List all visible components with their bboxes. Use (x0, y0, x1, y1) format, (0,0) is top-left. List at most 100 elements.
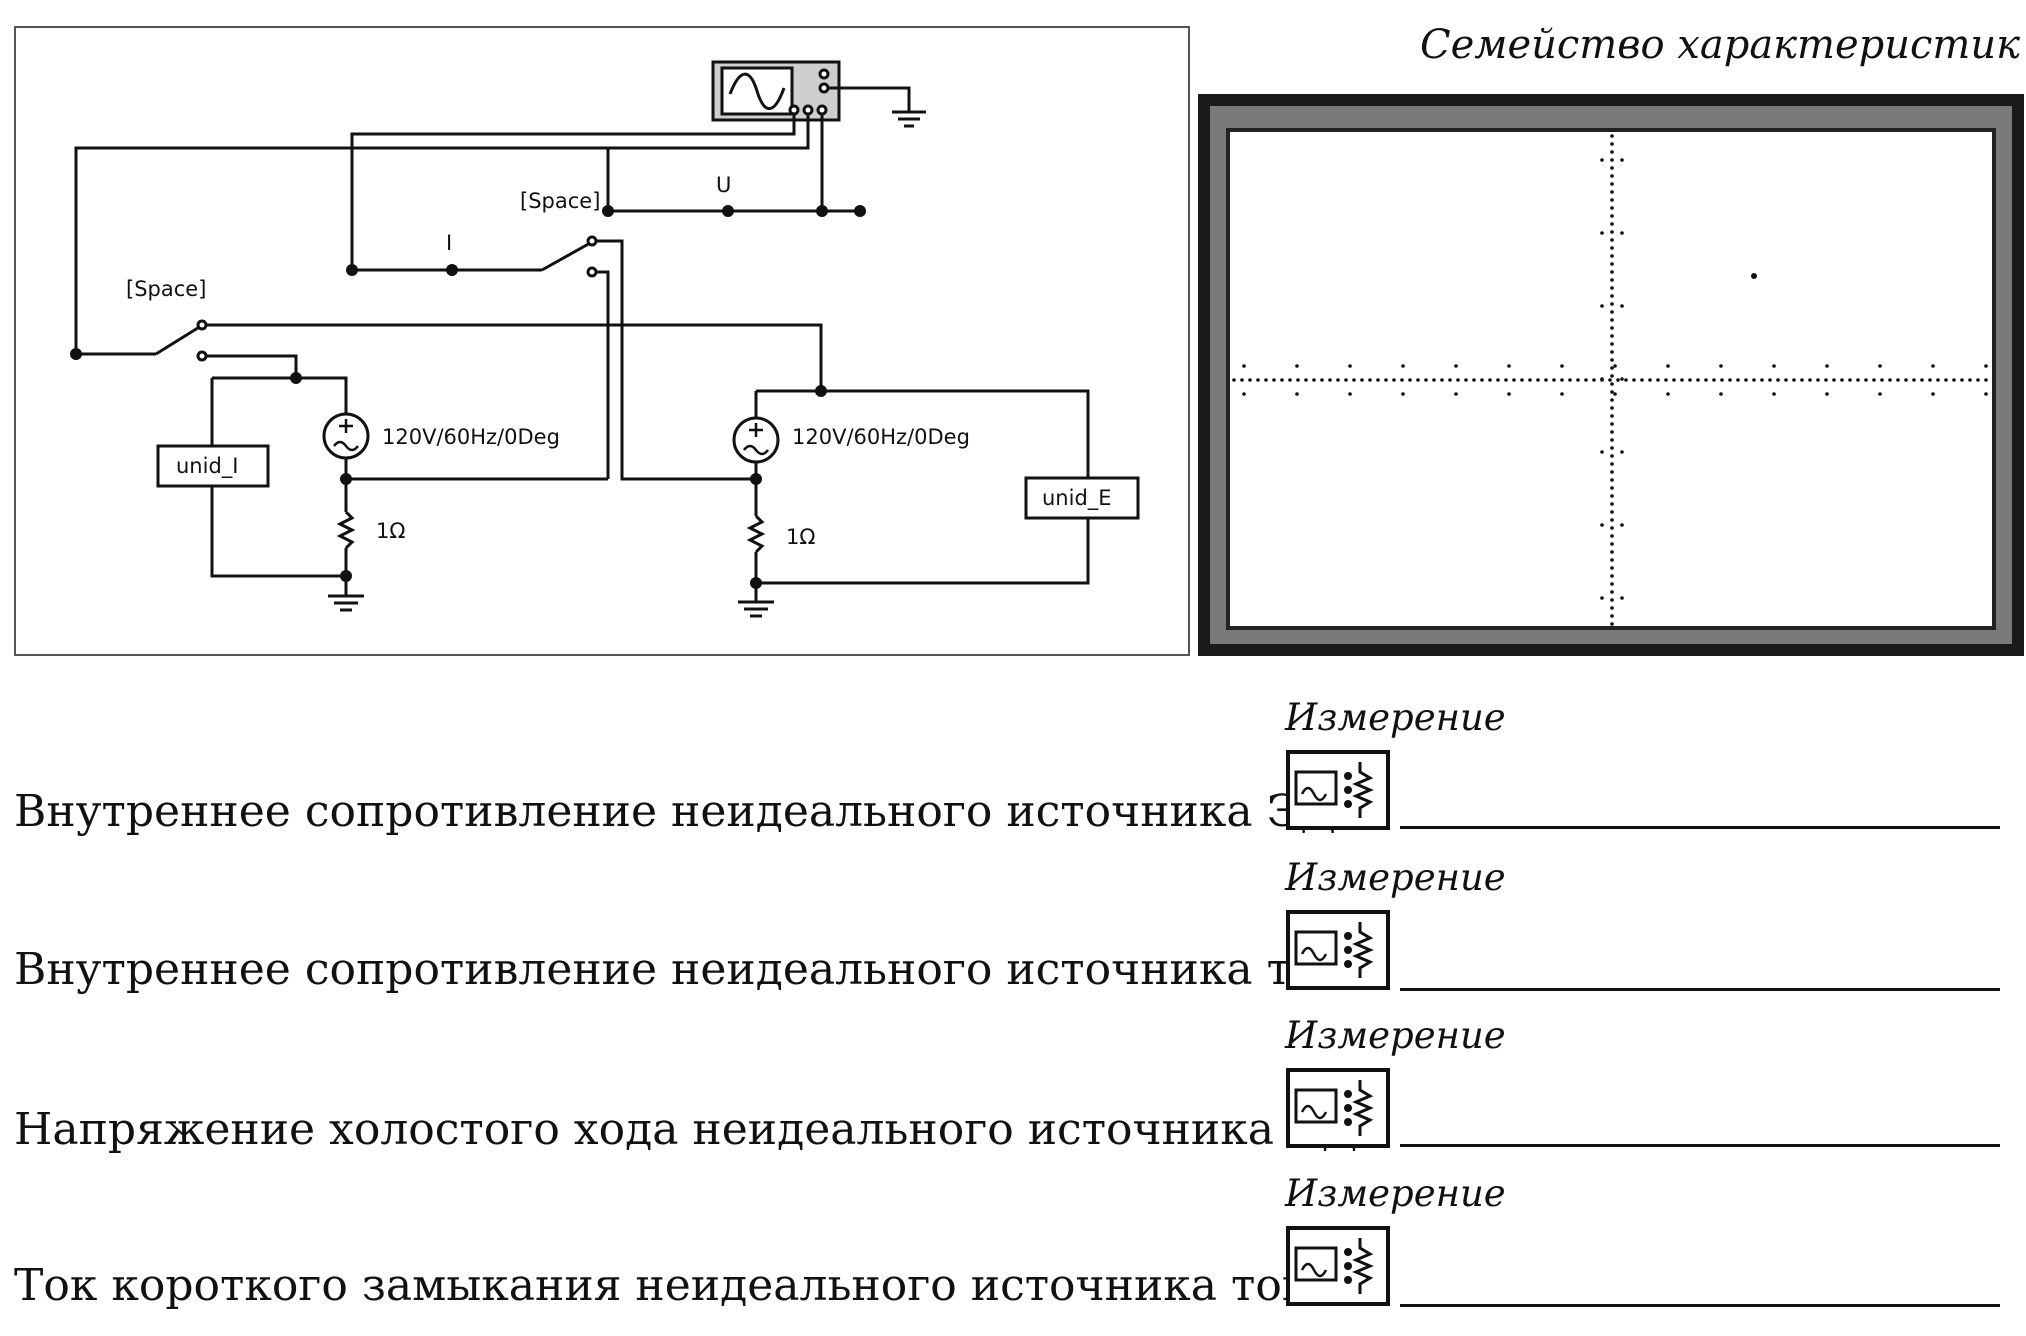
scope-axis-dot (1610, 518, 1614, 522)
scope-axis-dot (1816, 378, 1820, 382)
scope-axis-dot (1610, 238, 1614, 242)
scope-tick-dot (1620, 304, 1624, 308)
scope-axis-dot (1728, 378, 1732, 382)
multimeter-icon[interactable] (1286, 910, 1390, 990)
answer-line[interactable] (1400, 988, 2000, 991)
scope-axis-dot (1610, 622, 1614, 626)
measurement-description: Ток короткого замыкания неидеального ист… (14, 1260, 1336, 1311)
scope-axis-dot (1848, 378, 1852, 382)
resistor1-label: 1Ω (376, 519, 405, 543)
scope-axis-dot (1376, 378, 1380, 382)
scope-axis-dot (1368, 378, 1372, 382)
answer-line[interactable] (1400, 1304, 2000, 1307)
scope-tick-dot (1613, 364, 1617, 368)
scope-tick-dot (1295, 364, 1299, 368)
measurement-label: Измерение (1285, 1172, 1506, 1215)
scope-axis-dot (1928, 378, 1932, 382)
scope-axis-dot (1744, 378, 1748, 382)
scope-axis-dot (1610, 566, 1614, 570)
scope-axis-dot (1610, 326, 1614, 330)
scope-axis-dot (1610, 350, 1614, 354)
scope-axis-dot (1304, 378, 1308, 382)
scope-tick-dot (1931, 364, 1935, 368)
scope-axis-dot (1610, 494, 1614, 498)
scope-axis-dot (1736, 378, 1740, 382)
scope-axis-dot (1832, 378, 1836, 382)
source1-label: 120V/60Hz/0Deg (382, 425, 560, 449)
scope-axis-dot (1344, 378, 1348, 382)
scope-axis-dot (1610, 398, 1614, 402)
scope-axis-dot (1504, 378, 1508, 382)
multimeter-icon[interactable] (1286, 1068, 1390, 1148)
scope-axis-dot (1610, 174, 1614, 178)
unid-i-label: unid_I (176, 454, 238, 479)
scope-tick-dot (1507, 392, 1511, 396)
scope-tick-dot (1242, 364, 1246, 368)
scope-axis-dot (1610, 582, 1614, 586)
scope-axis-dot (1610, 358, 1614, 362)
scope-axis-dot (1912, 378, 1916, 382)
scope-axis-dot (1610, 318, 1614, 322)
scope-axis-dot (1610, 230, 1614, 234)
scope-axis-dot (1552, 378, 1556, 382)
scope-tick-dot (1348, 392, 1352, 396)
scope-axis-dot (1610, 534, 1614, 538)
scope-axis-dot (1272, 378, 1276, 382)
scope-axis-dot (1520, 378, 1524, 382)
unid-i-box (156, 444, 270, 488)
scope-axis-dot (1610, 462, 1614, 466)
scope-axis-dot (1232, 378, 1236, 382)
scope-axis-dot (1976, 378, 1980, 382)
scope-axis-dot (1610, 278, 1614, 282)
scope-axis-dot (1712, 378, 1716, 382)
scope-axis-dot (1528, 378, 1532, 382)
scope-axis-dot (1560, 378, 1564, 382)
scope-axis-dot (1610, 222, 1614, 226)
scope-trace-point (1751, 273, 1757, 279)
oscilloscope-screen (1198, 94, 2024, 656)
scope-axis-dot (1610, 166, 1614, 170)
multimeter-icon[interactable] (1286, 750, 1390, 830)
scope-axis-dot (1288, 378, 1292, 382)
scope-axis-dot (1610, 470, 1614, 474)
scope-axis-dot (1610, 134, 1614, 138)
measurement-label: Измерение (1285, 696, 1506, 739)
scope-axis-dot (1352, 378, 1356, 382)
scope-axis-dot (1610, 382, 1614, 386)
scope-tick-dot (1719, 364, 1723, 368)
scope-axis-dot (1610, 598, 1614, 602)
scope-axis-dot (1610, 262, 1614, 266)
scope-tick-dot (1600, 304, 1604, 308)
switch1-key-label: [Space] (126, 277, 206, 301)
scope-axis-dot (1648, 378, 1652, 382)
scope-axis-dot (1544, 378, 1548, 382)
scope-axis-dot (1328, 378, 1332, 382)
scope-axis-dot (1536, 378, 1540, 382)
scope-tick-dot (1931, 392, 1935, 396)
scope-axis-dot (1808, 378, 1812, 382)
scope-axis-dot (1610, 558, 1614, 562)
scope-axis-dot (1336, 378, 1340, 382)
scope-axis-dot (1488, 378, 1492, 382)
scope-axis-dot (1610, 454, 1614, 458)
scope-tick-dot (1507, 364, 1511, 368)
scope-axis-dot (1610, 542, 1614, 546)
scope-axis-dot (1610, 198, 1614, 202)
answer-line[interactable] (1400, 826, 2000, 829)
scope-tick-dot (1600, 377, 1604, 381)
scope-axis-dot (1610, 510, 1614, 514)
answer-line[interactable] (1400, 1144, 2000, 1147)
scope-axis-dot (1424, 378, 1428, 382)
scope-tick-dot (1878, 392, 1882, 396)
circuit-schematic: [Space] U I [Space] 120V/60Hz/0Deg 120V/… (70, 60, 1140, 618)
scope-axis-dot (1610, 438, 1614, 442)
scope-axis-dot (1610, 310, 1614, 314)
scope-tick-dot (1620, 450, 1624, 454)
multimeter-icon[interactable] (1286, 1226, 1390, 1306)
measurement-label: Измерение (1285, 856, 1506, 899)
scope-tick-dot (1401, 364, 1405, 368)
scope-axis-dot (1896, 378, 1900, 382)
scope-axis-dot (1592, 378, 1596, 382)
scope-axis-dot (1610, 486, 1614, 490)
scope-axis-dot (1888, 378, 1892, 382)
